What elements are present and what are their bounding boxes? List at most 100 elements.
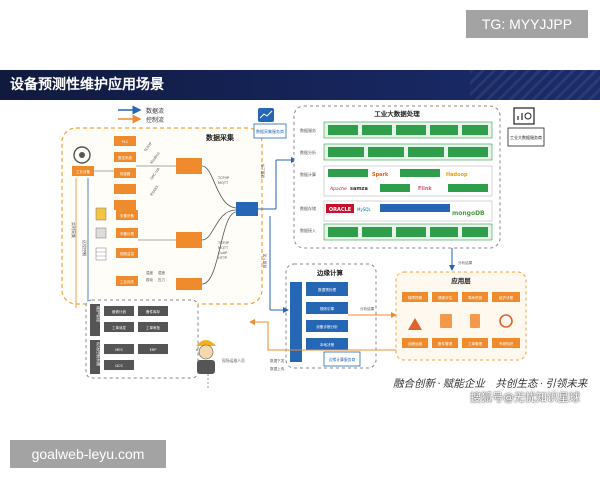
- brand-hadoop: Hadoop: [446, 172, 468, 178]
- ctrl-item-mes: MES: [115, 348, 123, 352]
- sensor-pressure: 压力: [158, 277, 165, 282]
- bigdata-row-compute: 数据计算 Spark Hadoop Apache samza Flink: [300, 165, 493, 197]
- row-label-compute: 数据计算: [300, 171, 316, 177]
- app-item-decision: 维护决策: [499, 295, 514, 300]
- oracle-logo: [326, 204, 354, 213]
- flow-legend: 数据流 控制流: [118, 105, 164, 124]
- bigdata-service-label: 工业大数据服务商: [510, 134, 542, 140]
- row-label-access: 数据接入: [300, 227, 316, 233]
- sohu-watermark: 搜狐号@无忧知识星球: [470, 391, 580, 404]
- brand-apache: Apache: [329, 186, 347, 192]
- footer-slogan: 融合创新 · 赋能企业 共创生态 · 引领未来: [393, 379, 588, 390]
- device-label-plc: PLC: [122, 140, 129, 144]
- edge-computing-block: 边缘计算 数据预处理 规则引擎 设备诊断分析 本地决策 边缘计算服务商: [285, 263, 377, 369]
- edge-title: 边缘计算: [316, 268, 344, 277]
- data-collection-service-label: 数据采集服务商: [256, 128, 284, 134]
- predictive-maintenance-diagram: 数据流 控制流 数据采集 工业设备 PLC 数控系统 传感器 TCP/IP Mo…: [0, 100, 600, 406]
- ctrl-item-erp: ERP: [150, 348, 157, 352]
- application-block: 应用层 故障预警 健康评估 寿命预测 维护决策 远程运维 备件管理 工单管理 专…: [395, 271, 527, 361]
- bigdata-row-service: 数据服务: [300, 121, 493, 139]
- protocol-tcpip-lower: TCP/IP: [217, 241, 230, 245]
- edge-to-app-label: 分析结果: [360, 306, 375, 311]
- bigdata-title: 工业大数据处理: [374, 109, 420, 118]
- edge-item-diagnosis: 设备诊断分析: [316, 324, 338, 329]
- app-item-expert: 专家知识: [499, 341, 514, 346]
- app-item-lifetime: 寿命预测: [468, 295, 483, 300]
- sensor-vibration: 振动: [146, 277, 153, 282]
- warning-icon: [408, 318, 422, 330]
- device-label-collector: 采集设备: [120, 213, 134, 218]
- sensor-humidity: 湿度: [158, 270, 165, 275]
- site-watermark-tag: goalweb-leyu.com: [10, 440, 166, 468]
- table-icon: [95, 247, 107, 261]
- row-label-service: 数据服务: [300, 127, 316, 133]
- protocol-tcpip-right: TCP/IP: [217, 176, 230, 180]
- data-collector-box: [176, 158, 202, 174]
- brand-samza: samza: [350, 186, 368, 192]
- bigdata-to-app-label: 分析结果: [458, 260, 473, 265]
- row-label-analysis: 数据分析: [300, 149, 316, 155]
- gateway-box: [176, 232, 202, 248]
- industrial-device-label: 工业设备: [76, 169, 90, 174]
- app-item-workorder: 工单管理: [468, 341, 483, 346]
- document-icon: [470, 314, 480, 328]
- banner-stripe-decoration: [470, 70, 600, 100]
- protocol-mqtt-right: MQTT: [218, 181, 229, 185]
- edge-service-label: 边缘计算服务商: [329, 357, 356, 362]
- title-banner: [0, 70, 600, 100]
- page-title: 设备预测性维护应用场景: [10, 77, 164, 93]
- brand-mysql: MySQL: [357, 207, 372, 212]
- ctrl-item-dcs: DCS: [115, 364, 123, 368]
- app-item-warning: 故障预警: [408, 295, 423, 300]
- sensor-temp: 温度: [146, 270, 153, 275]
- protocol-tcpip: TCP/IP: [143, 141, 153, 153]
- camera-icon: [95, 227, 107, 239]
- application-title: 应用层: [451, 276, 471, 285]
- row-label-storage: 数据存储: [300, 205, 316, 211]
- maintenance-block: 维护管理 维修计划 备件库存 工单派发 工单审批 现场控制系统 MES ERP …: [85, 299, 199, 379]
- app-item-health: 健康评估: [438, 295, 453, 300]
- legend-control-flow: 控制流: [146, 116, 164, 124]
- protocol-coap: CoAP: [218, 251, 228, 255]
- maint-item-plan: 维修计划: [112, 309, 126, 314]
- edge-side-bar: [290, 282, 302, 362]
- document-icon: [95, 207, 107, 221]
- brand-flink: Flink: [418, 186, 432, 192]
- bigdata-row-storage: 数据存储 ORACLE MySQL mongoDB: [300, 200, 493, 222]
- edge-sensor-box: [176, 278, 202, 290]
- maintenance-group-label: 维护管理: [96, 306, 102, 322]
- protocol-rs485: RS485: [150, 185, 160, 197]
- brand-mongodb: mongoDB: [452, 210, 485, 217]
- maintenance-frame: [85, 299, 199, 379]
- edge-item-decision: 本地决策: [320, 342, 335, 347]
- device-label-sensor: 传感器: [120, 171, 131, 176]
- device-label-gateway: 工业网关: [120, 279, 134, 284]
- field-control-group-label: 现场控制系统: [96, 342, 102, 366]
- data-collection-title: 数据采集: [206, 133, 235, 142]
- corner-watermark-tag: TG: MYYJJPP: [466, 10, 588, 38]
- side-label-download: 数据下发: [270, 358, 285, 363]
- bigdata-service-badge: 工业大数据服务商: [507, 107, 545, 147]
- gear-icon: [73, 146, 91, 164]
- analytics-monitor-icon: [513, 107, 535, 125]
- worker-label: 现场运维人员: [222, 358, 245, 363]
- protocol-http: HTTP: [218, 256, 228, 260]
- industrial-device-box: [72, 166, 94, 176]
- diagram-canvas: 数据流 控制流 数据采集 工业设备 PLC 数控系统 传感器 TCP/IP Mo…: [61, 105, 545, 390]
- maintenance-worker-icon: 现场运维人员: [196, 340, 245, 374]
- legend-data-flow: 数据流: [146, 107, 164, 115]
- maint-item-approval: 工单审批: [146, 325, 160, 330]
- brand-oracle: ORACLE: [329, 207, 352, 213]
- maint-item-inventory: 备件库存: [146, 309, 160, 314]
- bigdata-row-analysis: 数据分析: [300, 143, 493, 161]
- maint-item-dispatch: 工单派发: [112, 325, 126, 330]
- edge-item-preprocess: 数据预处理: [318, 287, 336, 292]
- protocol-opcua: OPC-UA: [150, 167, 161, 181]
- app-item-spares: 备件管理: [438, 341, 453, 346]
- protocol-modbus: Modbus: [150, 151, 161, 165]
- arrow-label-download: 数据下发: [262, 253, 267, 268]
- device-label-cnc: 数控系统: [118, 155, 132, 160]
- app-item-remote: 远程运维: [408, 341, 423, 346]
- device-label-video: 视频监控: [120, 251, 134, 256]
- data-collection-block: 数据采集 工业设备 PLC 数控系统 传感器 TCP/IP Modbus OPC…: [61, 127, 263, 308]
